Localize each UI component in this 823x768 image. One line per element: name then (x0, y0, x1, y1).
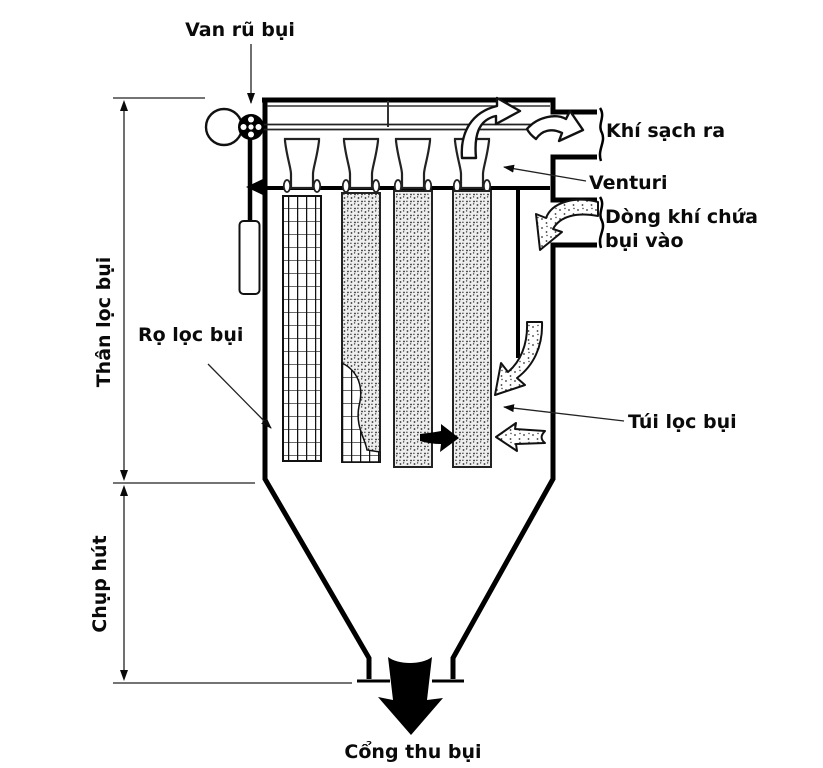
left-wall-and-hopper (262, 100, 372, 679)
clean-air-outlet-arrow-icon (525, 109, 585, 143)
venturi-leader (503, 164, 587, 182)
outlet-duct-open-end (598, 107, 605, 162)
label-dusty-gas-in-line2: bụi vào (605, 230, 684, 252)
filter-bag-4 (452, 190, 492, 468)
filter-bag-3 (393, 190, 433, 468)
dim-arrow-up-icon (120, 485, 128, 496)
filter-bags (282, 190, 492, 468)
valve-actuator-box (238, 220, 261, 295)
clamp-icon (282, 179, 292, 193)
dusty-air-inlet-arrow-icon (535, 198, 599, 251)
filter-bag-leader (503, 404, 625, 422)
label-shaker-valve: Van rũ bụi (185, 19, 295, 41)
top-wall (262, 97, 597, 115)
label-filter-body: Thân lọc bụi (93, 257, 115, 388)
leader-lines (207, 44, 625, 429)
venturi-1 (283, 137, 321, 190)
shaker-valve-assembly (204, 107, 267, 295)
labels: Van rũ bụi Khí sạch ra Venturi Dòng khí … (89, 19, 758, 763)
filter-bag-2-exposed-cage (341, 361, 381, 463)
dust-discharge-arrow-icon (378, 657, 443, 735)
venturi-2 (342, 137, 380, 190)
dim-arrow-up-icon (120, 100, 128, 111)
venturi-3 (394, 137, 432, 190)
right-wall-and-hopper (450, 242, 597, 679)
label-suction-hood: Chụp hút (89, 535, 111, 632)
handwheel-holes-icon (240, 116, 262, 138)
label-clean-gas-out: Khí sạch ra (606, 120, 725, 142)
dim-arrow-down-icon (120, 670, 128, 681)
filter-cage-leader (207, 363, 272, 429)
wall-nozzle-icon (246, 177, 267, 197)
flow-through-bag-arrow-icon (420, 424, 459, 452)
clean-air-arrow-icon (460, 96, 522, 160)
dimension-suction-hood (113, 485, 352, 684)
valve-body (204, 107, 244, 147)
label-filter-cage: Rọ lọc bụi (138, 324, 243, 346)
label-filter-bag: Túi lọc bụi (628, 411, 737, 433)
label-dusty-gas-in-line1: Dòng khí chứa (605, 206, 758, 228)
dim-arrow-down-icon (120, 470, 128, 481)
dusty-air-to-bag-arrow-icon (495, 422, 546, 452)
inlet-duct-open-end (598, 196, 605, 249)
clamp-icon (312, 179, 322, 193)
dusty-air-down-arrow-icon (494, 321, 544, 396)
clamp-icon (371, 179, 381, 193)
dimension-filter-body (113, 97, 255, 484)
clamp-icon (341, 179, 351, 193)
label-venturi: Venturi (589, 172, 668, 194)
filter-bag-1-cage (282, 195, 322, 462)
label-dust-outlet: Cổng thu bụi (344, 740, 481, 763)
venturis (282, 137, 492, 193)
flow-arrows (378, 96, 599, 735)
housing (262, 97, 605, 683)
filter-bag-2 (341, 192, 381, 463)
